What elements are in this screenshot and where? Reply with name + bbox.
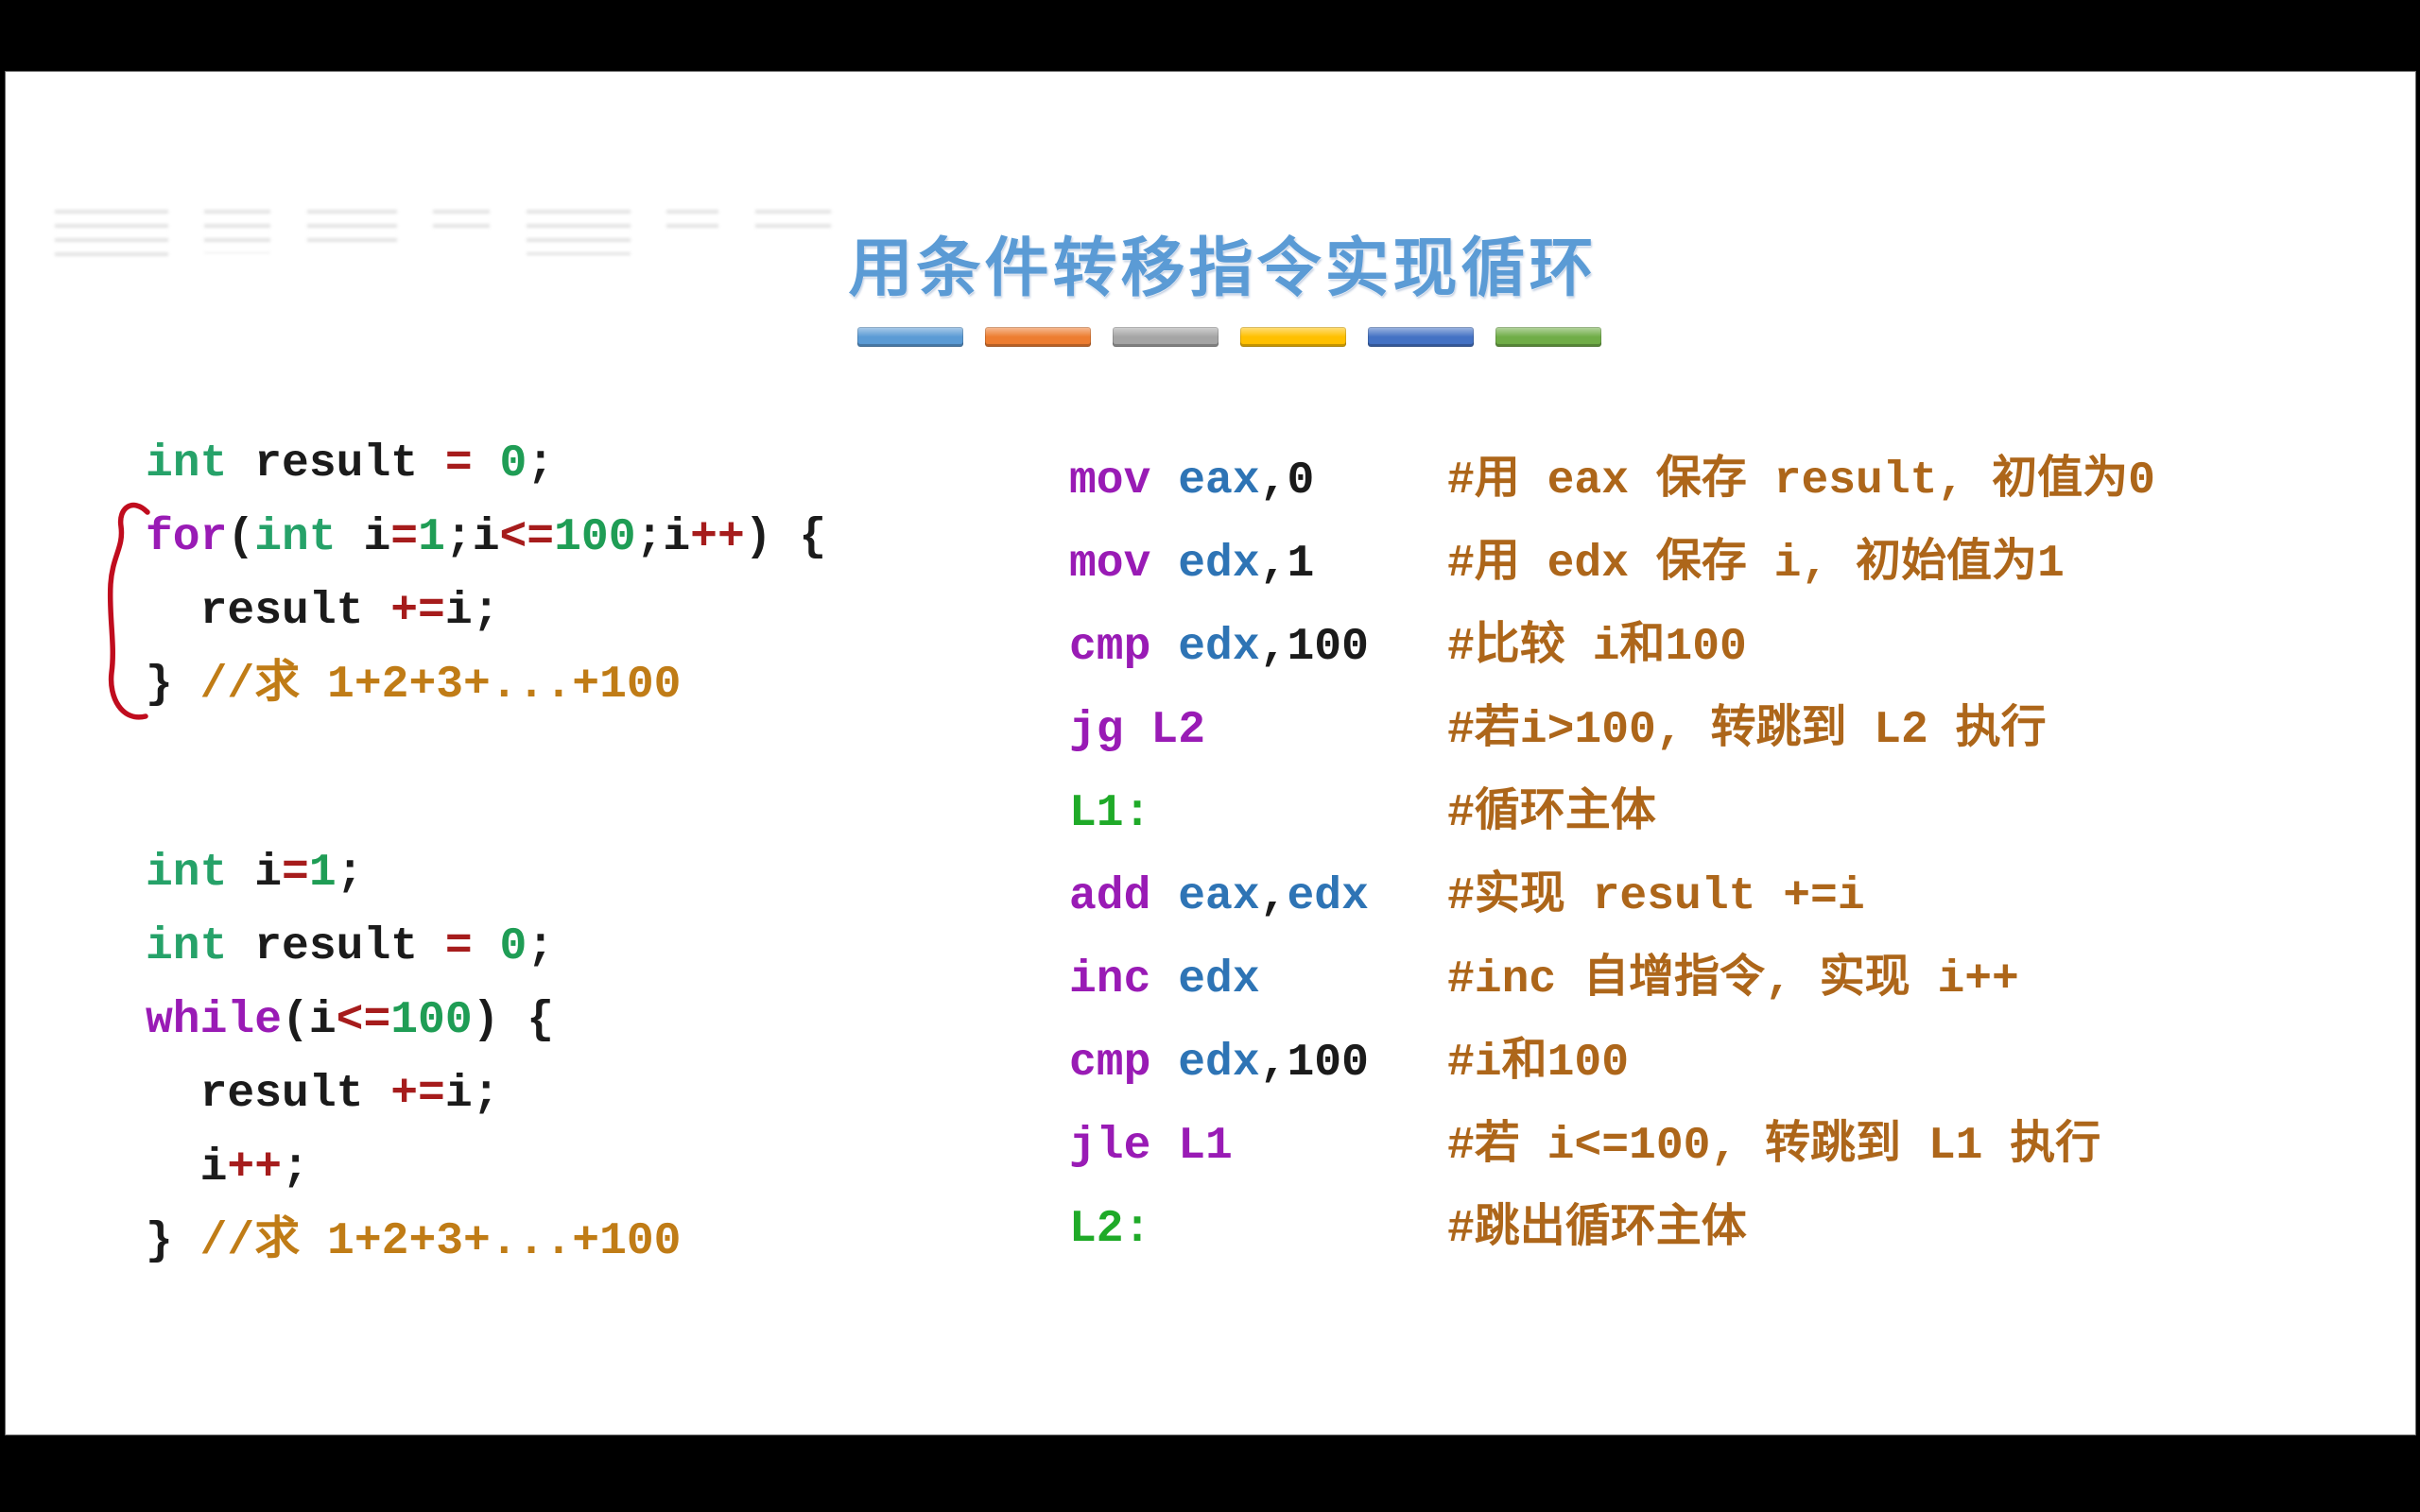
- asm-instruction: inc edx: [1069, 954, 1260, 1005]
- asm-instruction: add eax,edx: [1069, 871, 1369, 922]
- c-while-line-3: while(i<=100) {: [146, 995, 555, 1046]
- c-for-line-3: result +=i;: [146, 586, 500, 637]
- asm-row-6: add eax,edx #实现 result +=i: [1069, 855, 2411, 938]
- asm-comment: #若i>100, 转跳到 L2 执行: [1447, 705, 2047, 756]
- asm-comment: #循环主体: [1447, 788, 1656, 839]
- asm-comment: #比较 i和100: [1447, 622, 1747, 673]
- asm-instruction: cmp edx,100: [1069, 1038, 1369, 1089]
- c-for-line-1: int result = 0;: [146, 438, 555, 490]
- faded-watermark: [55, 210, 863, 270]
- accent-bar-blue: [857, 327, 963, 347]
- asm-comment: #inc 自增指令, 实现 i++: [1447, 954, 2019, 1005]
- accent-bar-yellow: [1240, 327, 1346, 347]
- asm-comment: #跳出循环主体: [1447, 1204, 1747, 1255]
- c-for-line-2: for(int i=1;i<=100;i++) {: [146, 512, 827, 563]
- asm-instruction: mov edx,1: [1069, 539, 1315, 590]
- faded-watermark-mark: [666, 210, 719, 234]
- asm-instruction: jle L1: [1069, 1121, 1233, 1172]
- c-code-for-loop: int result = 0; for(int i=1;i<=100;i++) {…: [146, 427, 826, 722]
- faded-watermark-mark: [204, 210, 271, 253]
- c-for-line-4: } //求 1+2+3+...+100: [146, 660, 682, 711]
- c-while-line-6: } //求 1+2+3+...+100: [146, 1216, 682, 1267]
- faded-watermark-mark: [433, 210, 491, 238]
- asm-row-10: L2: #跳出循环主体: [1069, 1188, 2411, 1271]
- asm-row-2: mov edx,1 #用 edx 保存 i, 初始值为1: [1069, 523, 2411, 606]
- accent-bar-green: [1495, 327, 1601, 347]
- asm-comment: #若 i<=100, 转跳到 L1 执行: [1447, 1121, 2101, 1172]
- asm-row-3: cmp edx,100 #比较 i和100: [1069, 606, 2411, 689]
- asm-row-8: cmp edx,100 #i和100: [1069, 1022, 2411, 1105]
- asm-row-9: jle L1 #若 i<=100, 转跳到 L1 执行: [1069, 1105, 2411, 1188]
- asm-row-4: jg L2 #若i>100, 转跳到 L2 执行: [1069, 689, 2411, 772]
- asm-row-5: L1: #循环主体: [1069, 772, 2411, 855]
- asm-comment: #用 eax 保存 result, 初值为0: [1447, 455, 2155, 507]
- c-while-line-1: int i=1;: [146, 848, 364, 899]
- asm-comment: #i和100: [1447, 1038, 1630, 1089]
- hand-drawn-brace-annotation: [107, 502, 150, 720]
- asm-instruction: cmp edx,100: [1069, 622, 1369, 673]
- presentation-slide: 用条件转移指令实现循环 int result = 0; for(int i=1;i…: [6, 72, 2415, 1435]
- asm-comment: #实现 result +=i: [1447, 871, 1865, 922]
- c-while-line-2: int result = 0;: [146, 921, 555, 972]
- faded-watermark-mark: [55, 210, 168, 263]
- faded-watermark-mark: [754, 210, 831, 231]
- accent-bar-orange: [985, 327, 1091, 347]
- c-code-while-loop: int i=1; int result = 0; while(i<=100) { r…: [146, 836, 682, 1279]
- slide-title: 用条件转移指令实现循环: [848, 232, 1598, 304]
- assembly-listing: mov eax,0 #用 eax 保存 result, 初值为0 mov edx,1…: [1069, 439, 2411, 1271]
- c-while-line-5: i++;: [146, 1143, 309, 1194]
- asm-instruction: mov eax,0: [1069, 455, 1315, 507]
- asm-instruction: jg L2: [1069, 705, 1206, 756]
- asm-row-7: inc edx #inc 自增指令, 实现 i++: [1069, 938, 2411, 1022]
- c-while-line-4: result +=i;: [146, 1069, 500, 1120]
- asm-instruction: L2:: [1069, 1204, 1151, 1255]
- faded-watermark-mark: [306, 210, 397, 248]
- asm-comment: #用 edx 保存 i, 初始值为1: [1447, 539, 2065, 590]
- accent-bar-dark-blue: [1368, 327, 1474, 347]
- asm-instruction: L1:: [1069, 788, 1151, 839]
- asm-row-1: mov eax,0 #用 eax 保存 result, 初值为0: [1069, 439, 2411, 523]
- accent-bar-gray: [1113, 327, 1219, 347]
- faded-watermark-mark: [526, 210, 631, 255]
- accent-bars: [25, 327, 2420, 347]
